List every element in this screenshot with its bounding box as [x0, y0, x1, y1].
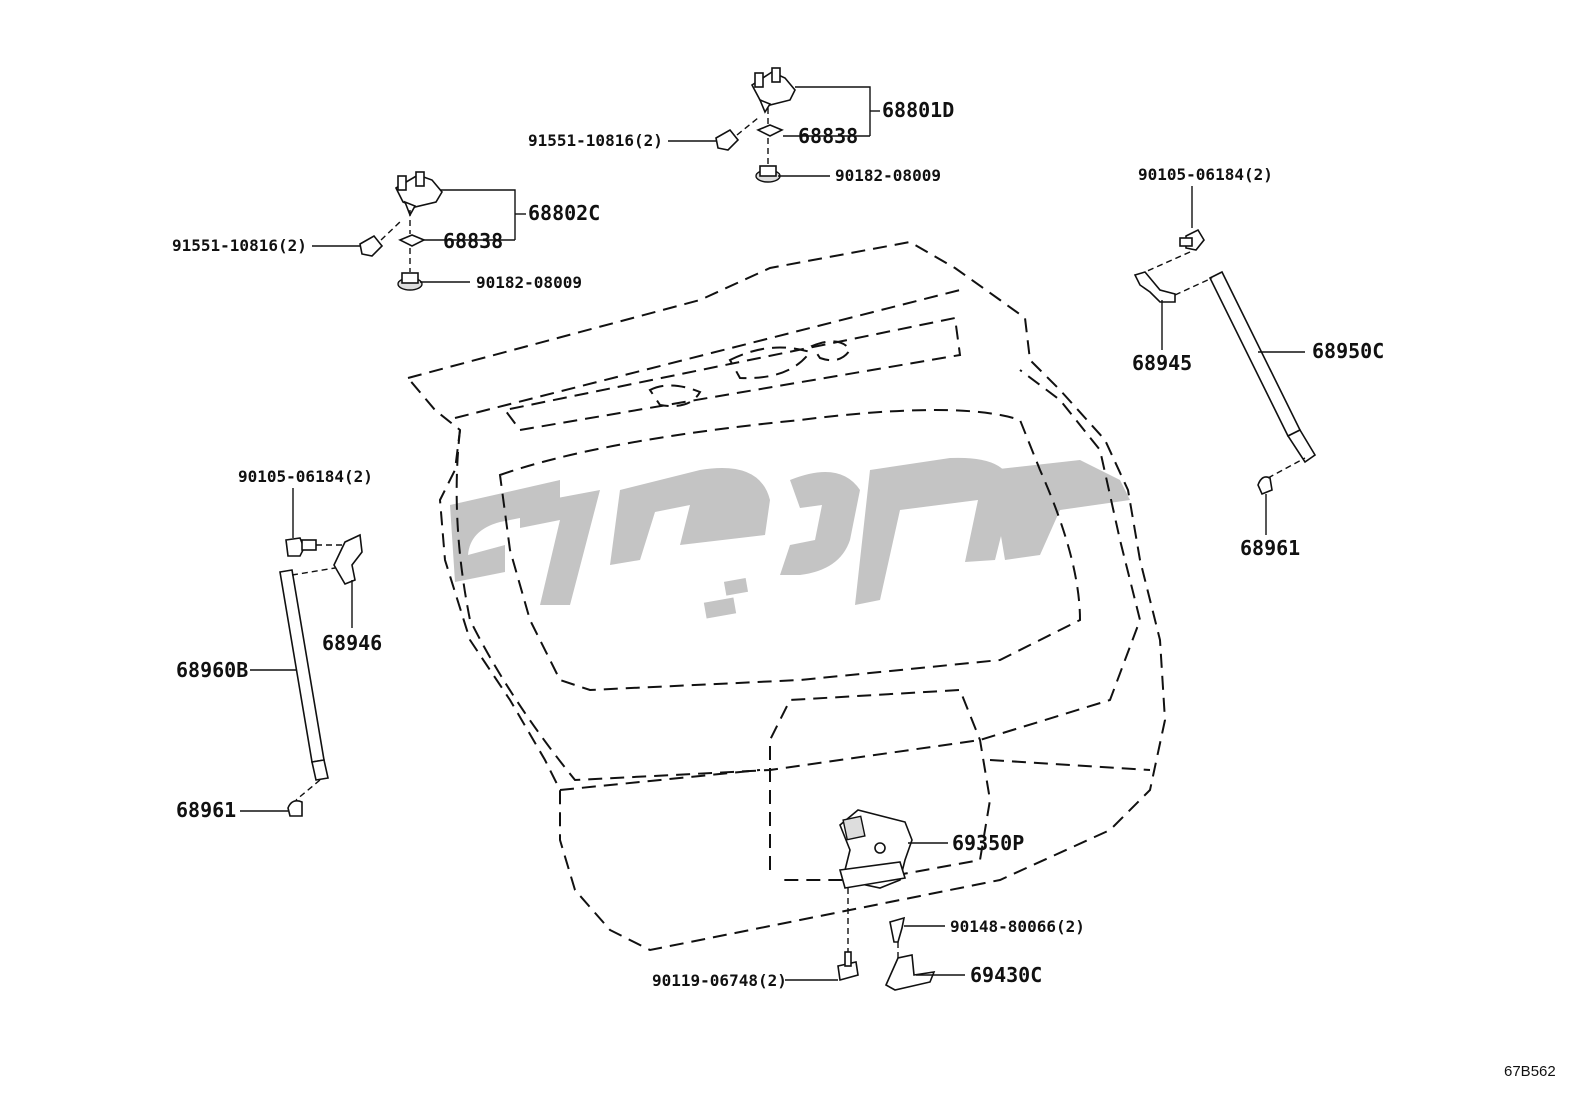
label-68802C: 68802C — [528, 201, 600, 225]
label-68945: 68945 — [1132, 351, 1192, 375]
hinge-68802C — [312, 171, 526, 291]
part-labels: 68801D 68838 91551-10816(2) 90182-08009 … — [172, 98, 1556, 1080]
label-90105-right: 90105-06184(2) — [1138, 165, 1273, 184]
label-68946: 68946 — [322, 631, 382, 655]
label-68960B: 68960B — [176, 658, 248, 682]
label-69350P: 69350P — [952, 831, 1024, 855]
label-68950C: 68950C — [1312, 339, 1384, 363]
label-68961-left: 68961 — [176, 798, 236, 822]
damper-stay-68950C — [1133, 186, 1317, 535]
label-68801D: 68801D — [882, 98, 954, 122]
label-68961-right: 68961 — [1240, 536, 1300, 560]
damper-stay-68960B — [240, 488, 363, 817]
label-90148: 90148-80066(2) — [950, 917, 1085, 936]
label-91551-left: 91551-10816(2) — [172, 236, 307, 255]
watermark-logo — [450, 457, 1130, 619]
label-68838-left: 68838 — [443, 229, 503, 253]
hinge-68801D — [668, 67, 880, 183]
label-90182-left: 90182-08009 — [476, 273, 582, 292]
label-90182-top: 90182-08009 — [835, 166, 941, 185]
label-90105-left: 90105-06184(2) — [238, 467, 373, 486]
label-68838-top: 68838 — [798, 124, 858, 148]
back-door-outline — [406, 240, 1167, 952]
diagram-code: 67B562 — [1504, 1063, 1556, 1080]
lock-assembly-69350P — [785, 809, 965, 991]
label-91551-top: 91551-10816(2) — [528, 131, 663, 150]
label-90119: 90119-06748(2) — [652, 971, 787, 990]
label-69430C: 69430C — [970, 963, 1042, 987]
